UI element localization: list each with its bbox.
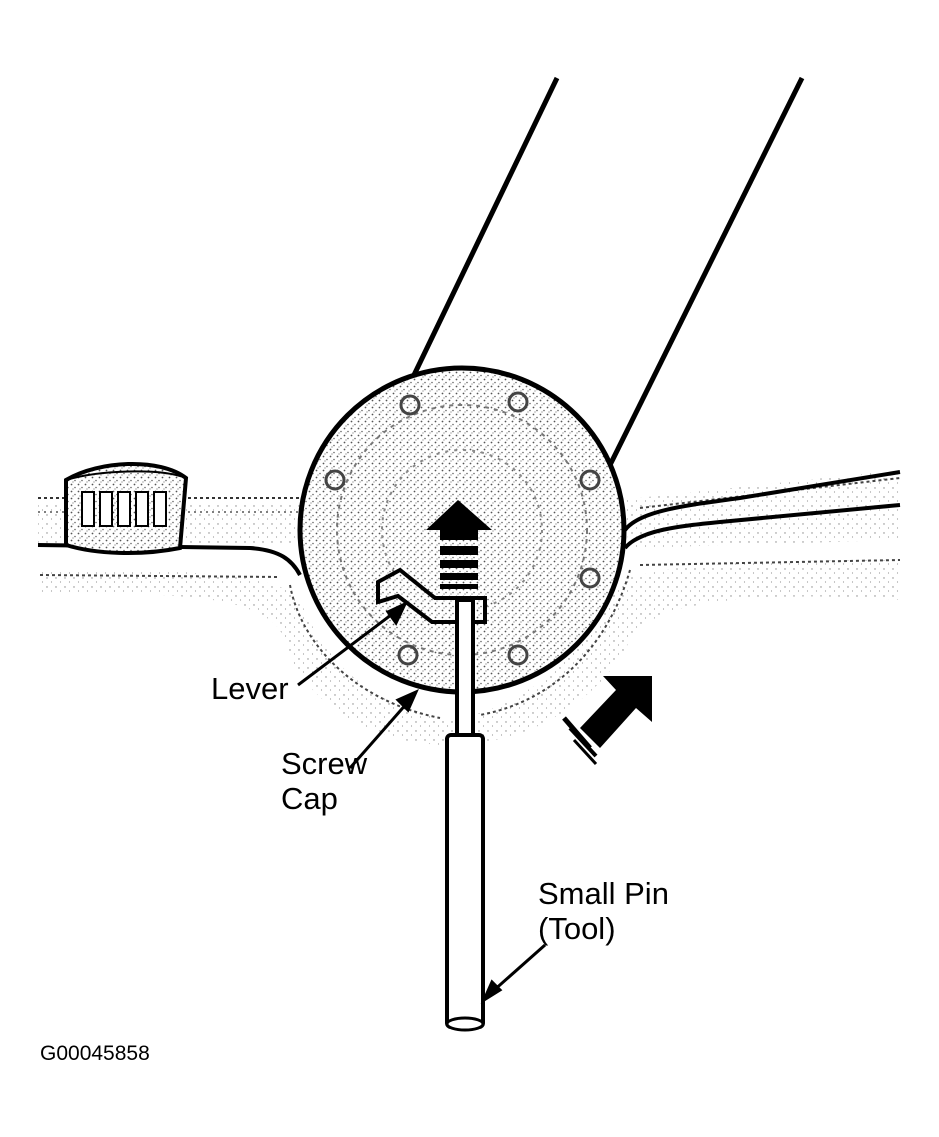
support-arm xyxy=(411,76,805,467)
connector-block xyxy=(64,462,189,555)
lift-arrow xyxy=(426,500,492,589)
panel-edge xyxy=(37,470,901,576)
screw-cap-label-line2: Cap xyxy=(281,781,338,816)
lever-label: Lever xyxy=(211,671,289,706)
small-pin-label-line1: Small Pin xyxy=(538,876,669,911)
small-pin-label-line2: (Tool) xyxy=(538,911,616,946)
small-pin-tool xyxy=(445,598,485,1032)
push-arrow xyxy=(562,676,652,766)
figure-id: G00045858 xyxy=(40,1042,150,1065)
leader-lines xyxy=(297,600,546,1004)
screw-cap-label-line1: Screw xyxy=(281,746,368,781)
